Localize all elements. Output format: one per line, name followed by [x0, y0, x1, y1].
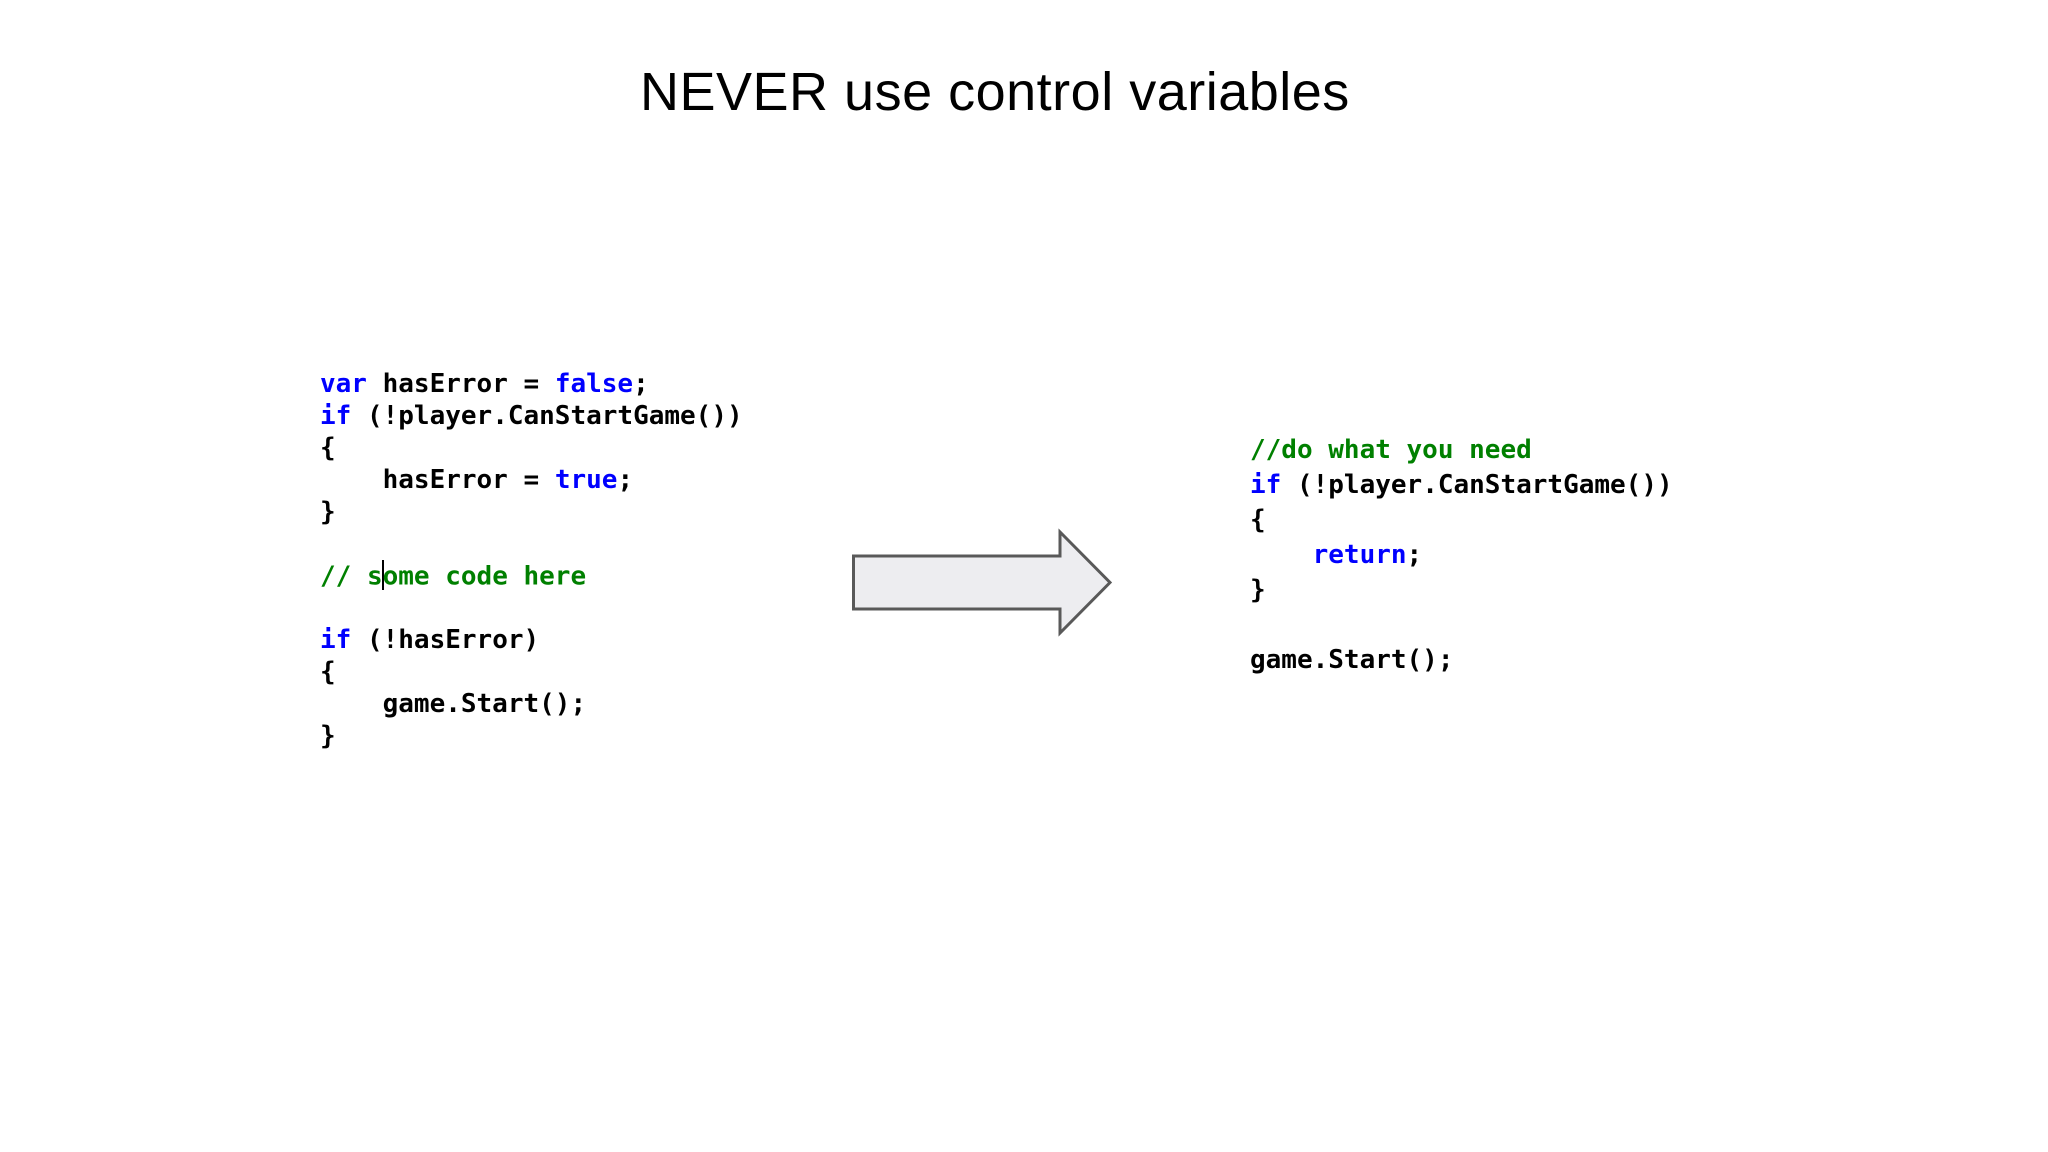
code-line: game.Start(); — [320, 688, 743, 720]
code-token-keyword: if — [320, 625, 352, 655]
code-token-plain: (!player.CanStartGame()) — [351, 401, 743, 431]
code-token-plain: (!player.CanStartGame()) — [1281, 470, 1673, 500]
code-token-plain: (!hasError) — [351, 625, 540, 655]
code-token-keyword: return — [1312, 540, 1407, 570]
code-token-keyword: false — [554, 369, 634, 399]
code-block-before: var hasError = false;if (!player.CanStar… — [320, 368, 743, 752]
code-line: //do what you need — [1250, 433, 1673, 468]
text-cursor — [381, 560, 384, 590]
code-token-plain: game.Start(); — [1250, 645, 1454, 675]
code-line — [320, 592, 743, 624]
code-token-comment: //do what you need — [1250, 435, 1532, 465]
code-line: } — [320, 720, 743, 752]
code-token-plain: hasError = — [366, 369, 555, 399]
code-token-plain: ; — [617, 465, 634, 495]
code-token-plain — [1250, 540, 1313, 570]
slide-title: NEVER use control variables — [640, 62, 1350, 122]
code-line: game.Start(); — [1250, 643, 1673, 678]
code-token-plain: } — [1250, 575, 1266, 605]
code-line: { — [320, 432, 743, 464]
code-token-plain: hasError = — [320, 465, 555, 495]
code-token-keyword: var — [320, 369, 367, 399]
arrow-right-icon — [852, 528, 1113, 637]
code-token-plain: } — [320, 721, 336, 751]
code-token-plain: { — [1250, 505, 1266, 535]
code-token-plain: } — [320, 497, 336, 527]
code-token-plain: { — [320, 433, 336, 463]
code-line: { — [1250, 503, 1673, 538]
code-line — [320, 528, 743, 560]
code-line: if (!player.CanStartGame()) — [1250, 468, 1673, 503]
code-token-keyword: if — [320, 401, 352, 431]
code-line: } — [1250, 573, 1673, 608]
code-token-plain: ; — [1406, 540, 1423, 570]
code-token-comment: ome code here — [382, 561, 587, 592]
code-token-keyword: if — [1250, 470, 1282, 500]
code-line: if (!hasError) — [320, 624, 743, 656]
code-token-comment: // s — [320, 561, 383, 592]
code-token-plain: ; — [633, 369, 649, 399]
code-line: } — [320, 496, 743, 528]
code-line: if (!player.CanStartGame()) — [320, 400, 743, 432]
code-token-keyword: true — [554, 465, 618, 495]
code-token-plain: { — [320, 657, 336, 687]
code-line: { — [320, 656, 743, 688]
code-line: hasError = true; — [320, 464, 743, 496]
code-line — [1250, 608, 1673, 643]
code-line: var hasError = false; — [320, 368, 743, 400]
code-token-plain: game.Start(); — [320, 689, 587, 719]
code-line: return; — [1250, 538, 1673, 573]
code-line: // some code here — [320, 560, 743, 592]
